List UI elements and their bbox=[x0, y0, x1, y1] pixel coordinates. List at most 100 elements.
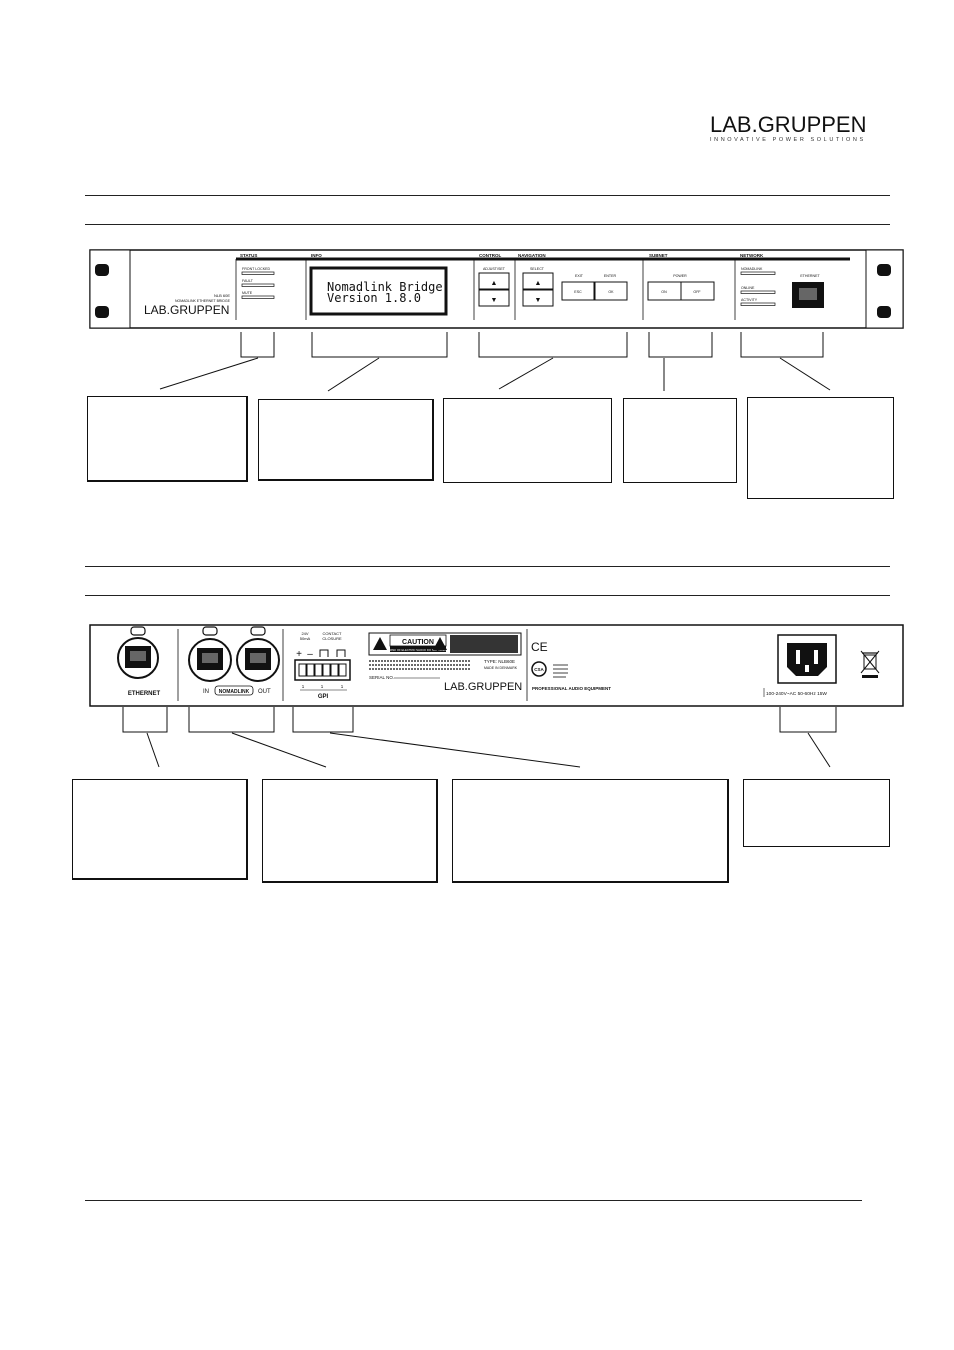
csa-mark: CSA bbox=[534, 667, 544, 672]
on-label: ON bbox=[661, 290, 667, 294]
bracket-power bbox=[779, 707, 837, 733]
leader-line bbox=[807, 732, 831, 768]
callout-network bbox=[747, 397, 894, 499]
select-down-button[interactable] bbox=[522, 289, 554, 307]
leader-line bbox=[159, 357, 259, 390]
gpi-voltage-label: 24V bbox=[301, 631, 308, 636]
section-control-label: CONTROL bbox=[479, 253, 501, 258]
bracket-network bbox=[740, 332, 824, 358]
status-led-fault bbox=[241, 283, 275, 287]
gpi-contact-label: CONTACT bbox=[322, 631, 342, 636]
lcd-line-2: Version 1.8.0 bbox=[327, 291, 421, 305]
front-panel-diagram: STATUS INFO CONTROL NAVIGATION SUBNET NE… bbox=[89, 249, 904, 392]
rule-footer bbox=[85, 1200, 862, 1201]
network-led-online bbox=[740, 290, 776, 294]
callout-rear-ethernet bbox=[72, 779, 248, 880]
weee-bin-icon bbox=[860, 650, 880, 678]
section-navigation-label: NAVIGATION bbox=[518, 253, 546, 258]
nomadlink-in-label: IN bbox=[203, 689, 209, 695]
contact-symbol-icon bbox=[319, 649, 329, 657]
pro-audio-label: PROFESSIONAL AUDIO EQUIPMENT bbox=[532, 686, 611, 691]
select-up-button[interactable] bbox=[522, 272, 554, 290]
status-led-label: MUTE bbox=[242, 291, 253, 295]
esc-label: ESC bbox=[574, 290, 582, 294]
down-arrow-icon: ▼ bbox=[491, 297, 498, 304]
nomadlink-out-label: OUT bbox=[258, 689, 271, 695]
gpi-number: 1 bbox=[321, 684, 324, 689]
control-adjust-label: ADJUST/SET bbox=[483, 267, 506, 271]
bracket-subnet bbox=[648, 332, 713, 358]
gpi-number: 1 bbox=[302, 684, 305, 689]
bracket-info bbox=[311, 332, 448, 358]
rack-hole-icon bbox=[95, 306, 109, 318]
front-brand-label: LAB.GRUPPEN bbox=[144, 303, 229, 317]
up-arrow-icon: ▲ bbox=[491, 280, 498, 287]
power-label: POWER bbox=[673, 274, 687, 278]
logo-text: LAB.GRUPPEN bbox=[710, 112, 867, 137]
gpi-minus-label: – bbox=[307, 649, 313, 660]
ok-label: OK bbox=[608, 290, 614, 294]
power-rating-label: 100-240V~AC 50-60Hz 15W bbox=[766, 691, 827, 697]
lcd-line-1: Nomadlink Bridge bbox=[327, 280, 443, 294]
callout-status bbox=[87, 396, 248, 482]
power-off-button[interactable] bbox=[680, 281, 715, 301]
logo-tagline: INNOVATIVE POWER SOLUTIONS bbox=[710, 137, 866, 143]
leader-line bbox=[327, 357, 380, 392]
rule-top-1 bbox=[85, 195, 890, 196]
rear-ethernet-latch-icon bbox=[130, 626, 146, 636]
status-led-label: FRONT LOCKED bbox=[242, 267, 270, 271]
down-arrow-icon: ▼ bbox=[535, 297, 542, 304]
callout-nomadlink bbox=[262, 779, 438, 883]
section-subnet-label: SUBNET bbox=[649, 253, 668, 258]
gpi-closure-label: CLOSURE bbox=[322, 636, 342, 641]
rule-mid-1 bbox=[85, 566, 890, 567]
rule-mid-2 bbox=[85, 595, 890, 596]
leader-line bbox=[231, 732, 327, 768]
nomadlink-in-latch-icon bbox=[202, 626, 218, 636]
network-led-label: NOMADLINK bbox=[741, 267, 763, 271]
network-led-activity bbox=[740, 302, 776, 306]
status-led-front-locked bbox=[241, 271, 275, 275]
rear-panel-diagram: ETHERNET IN NOMADLINK OUT 24V 50mA CONTA… bbox=[89, 624, 904, 768]
leader-line bbox=[779, 357, 831, 391]
caution-text: CAUTION bbox=[402, 639, 434, 646]
warning-triangle-icon bbox=[433, 637, 447, 650]
nomadlink-badge-label: NOMADLINK bbox=[219, 689, 250, 695]
csa-mark-icon bbox=[531, 661, 547, 677]
callout-subnet bbox=[623, 398, 737, 483]
callout-gpi bbox=[452, 779, 729, 883]
bracket-rear-ethernet bbox=[122, 707, 168, 733]
up-arrow-icon: ▲ bbox=[535, 280, 542, 287]
type-label: TYPE: NLB60E bbox=[484, 659, 515, 664]
ethernet-socket-icon bbox=[799, 288, 817, 300]
leader-line bbox=[146, 732, 160, 768]
exit-label: EXIT bbox=[575, 274, 584, 278]
bracket-gpi bbox=[292, 707, 354, 733]
callout-info bbox=[258, 399, 434, 481]
lcd-display bbox=[309, 266, 448, 316]
leader-line bbox=[329, 732, 581, 768]
section-info-label: INFO bbox=[311, 253, 322, 258]
adjust-up-button[interactable] bbox=[478, 272, 510, 290]
adjust-down-button[interactable] bbox=[478, 289, 510, 307]
lab-gruppen-logo: LAB.GRUPPEN INNOVATIVE POWER SOLUTIONS bbox=[710, 112, 886, 144]
gpi-plus-label: + bbox=[296, 649, 302, 660]
contact-symbol-icon bbox=[336, 649, 346, 657]
status-led-mute bbox=[241, 295, 275, 299]
esc-button[interactable] bbox=[561, 281, 595, 301]
caution-subtext: RISK OF ELECTRIC SHOCK DO NOT OPEN bbox=[390, 648, 447, 652]
network-led-nomadlink bbox=[740, 271, 776, 275]
front-model-label: NLB 60E bbox=[214, 293, 230, 298]
nomadlink-out-latch-icon bbox=[250, 626, 266, 636]
bracket-controls bbox=[478, 332, 628, 358]
callout-controls bbox=[443, 398, 612, 483]
enter-label: ENTER bbox=[604, 274, 617, 278]
rack-hole-icon bbox=[95, 264, 109, 276]
front-ethernet-label: ETHERNET bbox=[800, 274, 820, 278]
nomadlink-badge bbox=[214, 685, 254, 696]
ok-button[interactable] bbox=[594, 281, 628, 301]
made-in-label: MADE IN DENMARK bbox=[484, 666, 518, 670]
gpi-label: GPI bbox=[318, 694, 329, 700]
rear-brand-label: LAB.GRUPPEN bbox=[444, 681, 522, 693]
off-label: OFF bbox=[693, 290, 701, 294]
